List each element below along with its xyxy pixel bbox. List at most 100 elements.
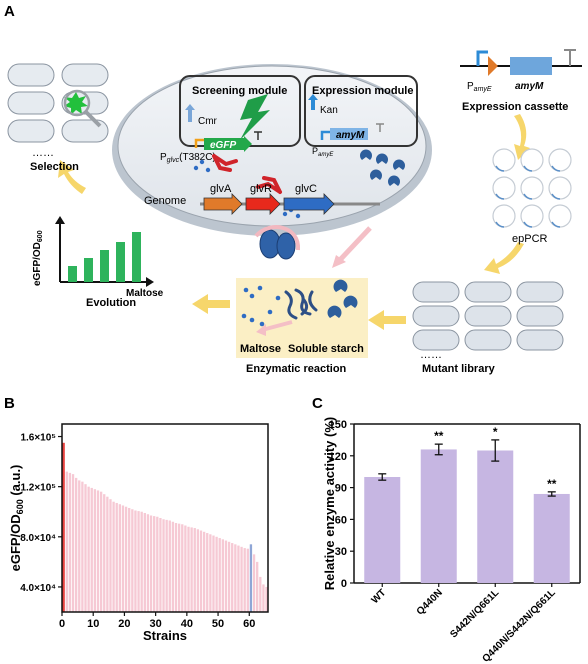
magnifier-icon	[63, 89, 91, 117]
bar	[206, 533, 209, 612]
x-tick-label: 60	[243, 618, 255, 630]
bar	[131, 509, 134, 612]
x-tick-label: Q440N	[415, 587, 445, 617]
bar	[181, 524, 184, 612]
bar	[146, 514, 150, 612]
glvc-label: glvC	[295, 183, 317, 195]
x-tick-label: 0	[59, 618, 65, 630]
bar	[420, 449, 457, 583]
egfp-label: eGFP	[210, 140, 236, 151]
bar	[202, 531, 206, 612]
glva-gene	[203, 193, 243, 215]
y-tick-label: 8.0×10⁴	[20, 533, 56, 544]
x-tick-label: 50	[212, 618, 224, 630]
maltose-label: Maltose	[240, 343, 281, 355]
egfp-gene-tip	[244, 136, 252, 152]
cmr-arrow-icon	[185, 104, 195, 122]
secretion-arrowhead-icon	[332, 255, 346, 268]
bar	[256, 561, 259, 612]
genome-operon: Genome glvA glvR glvC	[144, 183, 380, 215]
fluorescent-hit-icon	[64, 92, 88, 115]
y-axis-label: Relative enzyme activity (%)	[322, 417, 337, 590]
expression-cassette: PamyE amyM Expression cassette	[460, 49, 582, 113]
enzymatic-reaction: Maltose Soluble starch Enzymatic reactio…	[236, 278, 368, 375]
x-tick-label: 20	[118, 618, 130, 630]
glva-label: glvA	[210, 183, 232, 195]
arrow-to-reaction-icon	[368, 310, 406, 330]
bar	[90, 487, 93, 612]
bar	[196, 529, 200, 612]
bar	[234, 544, 237, 612]
panel-a-letter: A	[4, 3, 15, 20]
amylase-proteins	[359, 149, 405, 186]
y-tick-label: 1.6×10⁵	[20, 433, 56, 444]
selection-dots: ……	[32, 147, 54, 159]
bar	[71, 474, 75, 612]
mutant-library: …… Mutant library	[412, 281, 564, 375]
lightning-icon	[240, 94, 270, 140]
bar	[103, 494, 106, 612]
bar	[109, 499, 112, 612]
x-axis-label: Strains	[143, 628, 187, 643]
kan-label: Kan	[320, 105, 338, 116]
bar	[165, 519, 168, 612]
bar	[112, 501, 115, 612]
bar	[221, 539, 225, 612]
cassette-gene	[510, 57, 552, 75]
cmr-label: Cmr	[198, 116, 218, 127]
bar	[218, 538, 221, 612]
expression-module-label: Expression module	[312, 85, 413, 97]
bar	[262, 584, 265, 612]
bar	[156, 516, 159, 612]
glvc-gene	[283, 193, 335, 215]
bar	[62, 442, 65, 612]
bar	[78, 480, 81, 612]
promoter-amye-arrow-icon	[320, 130, 330, 140]
screening-module-label: Screening module	[192, 85, 287, 97]
bar	[68, 472, 72, 612]
bar	[65, 471, 68, 612]
bar	[134, 510, 137, 612]
bar	[143, 512, 146, 612]
bar	[96, 490, 100, 612]
bar	[81, 481, 84, 612]
expression-module-plasmid	[304, 75, 418, 147]
cassette-terminator-icon	[564, 49, 576, 66]
amym-gene	[330, 128, 368, 140]
y-tick-label: 4.0×10⁴	[20, 583, 56, 594]
y-tick-label: 60	[335, 514, 347, 526]
eppcr-plates: epPCR	[492, 148, 572, 245]
bar	[249, 544, 253, 612]
genome-label: Genome	[144, 195, 186, 207]
bar	[87, 486, 90, 612]
bar	[118, 504, 122, 612]
bar	[237, 545, 240, 612]
magnifier-handle-icon	[84, 110, 102, 128]
bar	[215, 536, 218, 612]
bar	[212, 535, 215, 612]
glvr-label: glvR	[250, 183, 272, 195]
x-tick-label: 40	[181, 618, 193, 630]
selection-label: Selection	[30, 161, 79, 173]
bar	[74, 477, 78, 612]
cassette-gene-label: amyM	[515, 81, 544, 92]
egfp-gene	[204, 138, 244, 150]
evolution-xlabel: Maltose	[126, 288, 164, 299]
promoter-glvc-arrow-icon	[194, 138, 204, 148]
bar	[224, 540, 228, 612]
bar	[227, 541, 231, 612]
soluble-starch-label: Soluble starch	[288, 343, 364, 355]
bar	[184, 525, 187, 612]
x-tick-label: WT	[370, 587, 389, 606]
bar	[153, 516, 156, 612]
mutant-library-label: Mutant library	[422, 363, 496, 375]
screening-module: Screening module Cmr eGFP Pglvc(T382C)	[160, 75, 301, 164]
bar	[99, 491, 103, 612]
y-tick-label: 120	[329, 451, 347, 463]
terminator-icon	[376, 123, 384, 132]
y-tick-label: 0	[341, 578, 347, 590]
expression-cassette-label: Expression cassette	[462, 101, 568, 113]
bar	[121, 505, 125, 612]
